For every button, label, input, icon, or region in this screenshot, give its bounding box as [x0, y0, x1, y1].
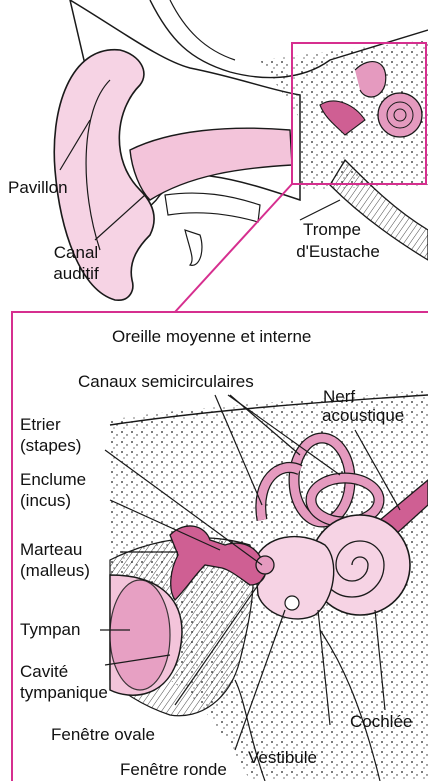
label-vestibule: Vestibule	[248, 748, 317, 768]
label-marteau-line1: Marteau	[20, 540, 82, 560]
label-nerf-line2: acoustique	[322, 406, 404, 426]
label-nerf-line1: Nerf	[323, 387, 355, 407]
label-cochlee: Cochlée	[350, 712, 412, 732]
label-etrier-line1: Etrier	[20, 415, 61, 435]
label-fenetre-ronde: Fenêtre ronde	[120, 760, 227, 780]
label-pavillon: Pavillon	[8, 178, 68, 198]
inset-title: Oreille moyenne et interne	[112, 327, 311, 347]
label-enclume-line1: Enclume	[20, 470, 86, 490]
label-tympan: Tympan	[20, 620, 80, 640]
label-marteau-line2: (malleus)	[20, 561, 90, 581]
label-trompe-line2: d'Eustache	[282, 242, 394, 262]
label-cavite-line2: tympanique	[20, 683, 108, 703]
label-canal-auditif-line2: auditif	[40, 264, 112, 284]
label-fenetre-ovale: Fenêtre ovale	[51, 725, 155, 745]
label-canaux-semicirculaires: Canaux semicirculaires	[78, 372, 254, 392]
label-trompe-line1: Trompe	[282, 220, 382, 240]
label-enclume-line2: (incus)	[20, 491, 71, 511]
label-etrier-line2: (stapes)	[20, 436, 81, 456]
label-cavite-line1: Cavité	[20, 662, 68, 682]
label-canal-auditif-line1: Canal	[40, 243, 112, 263]
